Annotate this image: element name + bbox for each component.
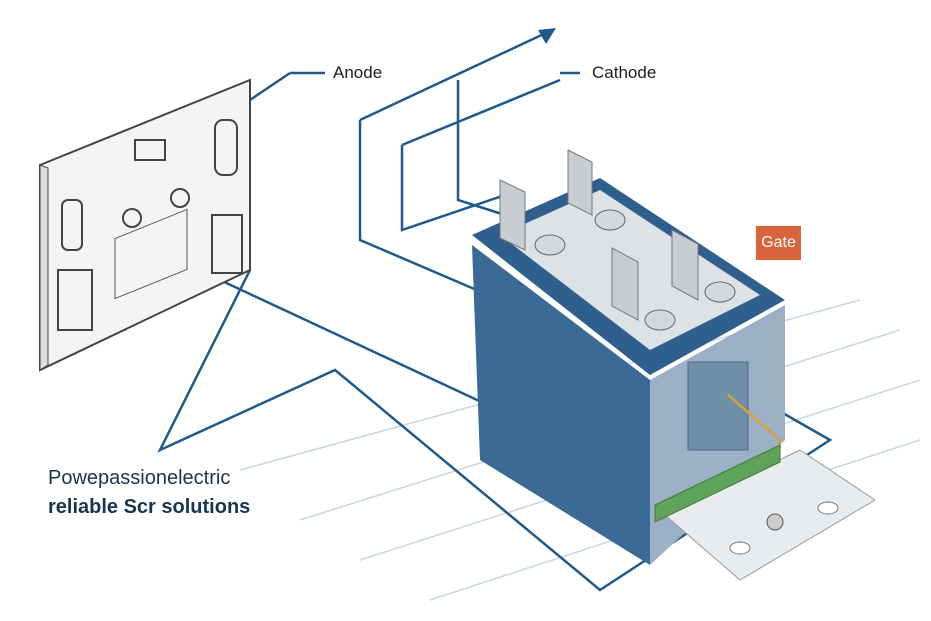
tagline-line1: Powepassionelectric [48, 467, 231, 489]
circuit-panel [39, 78, 251, 372]
scr-module [472, 149, 876, 581]
gate-label: Gate [756, 226, 801, 260]
connection-lines [157, 30, 833, 592]
anode-label: Anode [333, 63, 383, 82]
arrow-head-icon [538, 28, 556, 44]
cathode-label: Cathode [592, 63, 657, 82]
tagline-line2: reliable Scr solutions [48, 496, 251, 518]
terminal-tabs [499, 149, 699, 321]
terminal-strip [654, 444, 781, 523]
